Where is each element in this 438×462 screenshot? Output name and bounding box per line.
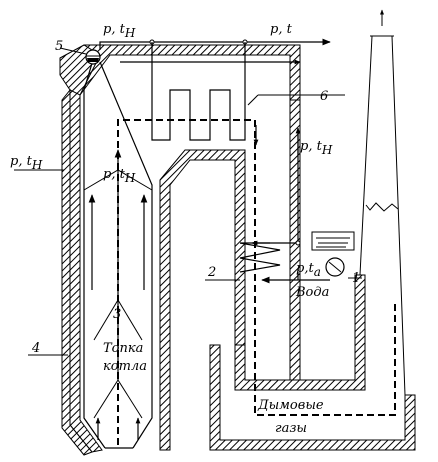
label-left-pt: p, tН <box>10 154 43 172</box>
label-drum-num: 5 <box>55 39 63 54</box>
label-superheater-num: 6 <box>320 89 328 104</box>
furnace-screen-tubes <box>83 59 153 449</box>
drum <box>59 47 101 65</box>
leader-lines <box>14 94 362 356</box>
flue-gas-path <box>114 119 396 445</box>
label-center-pt: p, tН <box>103 167 136 185</box>
label-economizer-num: 2 <box>207 265 216 280</box>
label-top-right-pt: p, t <box>270 22 293 37</box>
label-water-pt: p,tа <box>296 261 321 279</box>
label-flue-line1: Дымовые <box>257 398 324 413</box>
label-right-pt: p, tН <box>300 139 333 157</box>
label-water: Вода <box>295 285 329 300</box>
labels: 5 p, tН p, t 6 p, tН p, tН p, tН p,tа 1 … <box>10 22 360 436</box>
steam-lines <box>99 38 331 141</box>
label-pump-num: 1 <box>352 271 360 286</box>
label-top-left-pt: p, tН <box>103 22 136 40</box>
boiler-wall <box>59 44 416 456</box>
label-furnace-num: 3 <box>113 307 121 322</box>
chimney <box>359 9 406 396</box>
label-flue-line2: газы <box>275 421 307 436</box>
economizer <box>205 127 330 284</box>
label-furnace-line2: котла <box>103 359 147 374</box>
feed-pump <box>311 231 355 277</box>
label-furnace-line1: Топка <box>103 341 143 356</box>
label-screen-num: 4 <box>31 341 40 356</box>
